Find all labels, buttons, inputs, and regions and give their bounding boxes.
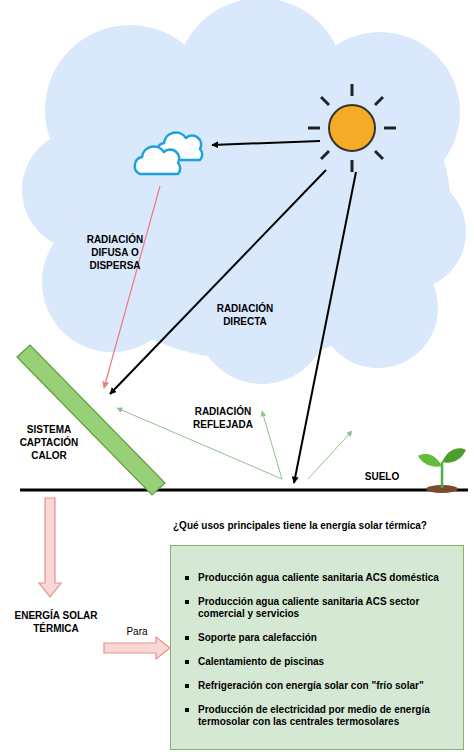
diffuse-arrow	[104, 186, 160, 388]
list-item: Calentamiento de piscinas	[185, 656, 457, 668]
radiation-label: RADIACIÓN REFLEJADA	[186, 405, 260, 431]
list-item-text: Producción agua caliente sanitaria ACS s…	[198, 596, 457, 620]
sun-ray	[351, 84, 354, 96]
radiation-label: RADIACIÓN DIFUSA O DISPERSA	[82, 233, 148, 272]
cloud-lobe	[318, 248, 438, 368]
list-item: Producción agua caliente sanitaria ACS d…	[185, 572, 457, 584]
plant-leaf	[442, 448, 466, 462]
sun-symbol	[308, 84, 396, 172]
direct-arrow	[110, 170, 326, 394]
sun-ray	[308, 127, 320, 130]
bullet-square	[185, 576, 189, 580]
list-item-text: Calentamiento de piscinas	[198, 656, 324, 668]
bullet-square	[185, 600, 189, 604]
edge-label: Para	[112, 626, 162, 638]
cloud-outline	[135, 146, 180, 174]
direct-arrow	[294, 172, 356, 483]
bullet-square	[185, 636, 189, 640]
radiation-arrow	[212, 141, 320, 145]
sky-cloud	[22, 0, 466, 384]
ground-label: SUELO	[352, 470, 412, 483]
list-item: Refrigeración con energía solar con "frí…	[185, 680, 457, 692]
collector-plate	[17, 345, 165, 495]
bullet-square	[185, 660, 189, 664]
list-item-text: Refrigeración con energía solar con "frí…	[198, 680, 424, 692]
list-item: Producción de electricidad por medio de …	[185, 704, 457, 728]
reflected-arrow	[262, 411, 282, 479]
flow-arrow	[104, 637, 170, 659]
list-item-text: Producción de electricidad por medio de …	[198, 704, 457, 728]
sun-ray	[351, 160, 354, 172]
list-item-text: Producción agua caliente sanitaria ACS d…	[198, 572, 439, 584]
energy-node: ENERGÍA SOLAR TÉRMICA	[8, 597, 104, 653]
cloud-lobe	[196, 252, 328, 384]
panel-outline	[14, 343, 168, 498]
radiation-label: RADIACIÓN DIRECTA	[212, 302, 278, 328]
list-item: Producción agua caliente sanitaria ACS s…	[185, 596, 457, 620]
plant-symbol	[418, 448, 466, 493]
flow-arrow	[39, 498, 61, 597]
node-label: ENERGÍA SOLAR TÉRMICA	[8, 609, 104, 635]
collector-panel: SISTEMA CAPTACIÓN CALOR	[14, 343, 168, 498]
cloud-lobe	[300, 32, 460, 192]
sun-ray	[375, 97, 383, 105]
sun-ray	[375, 151, 383, 159]
sun-ray	[384, 127, 396, 130]
uses-list: Producción agua caliente sanitaria ACS d…	[185, 572, 457, 740]
bullet-square	[185, 684, 189, 688]
sun-disc	[329, 105, 375, 151]
cloud-lobe	[42, 212, 182, 352]
sun-ray	[321, 97, 329, 105]
bullet-square	[185, 708, 189, 712]
uses-box: ¿Qué usos principales tiene la energía s…	[170, 545, 464, 750]
cloud-icon	[135, 132, 202, 174]
sun-ray	[321, 151, 329, 159]
box-heading: ¿Qué usos principales tiene la energía s…	[173, 519, 471, 532]
plant-leaf	[418, 454, 442, 467]
list-item: Soporte para calefacción	[185, 632, 457, 644]
node-label: SISTEMA CAPTACIÓN CALOR	[16, 423, 82, 462]
list-item-text: Soporte para calefacción	[198, 632, 317, 644]
ground-line	[20, 489, 468, 492]
reflected-arrow	[308, 431, 352, 479]
